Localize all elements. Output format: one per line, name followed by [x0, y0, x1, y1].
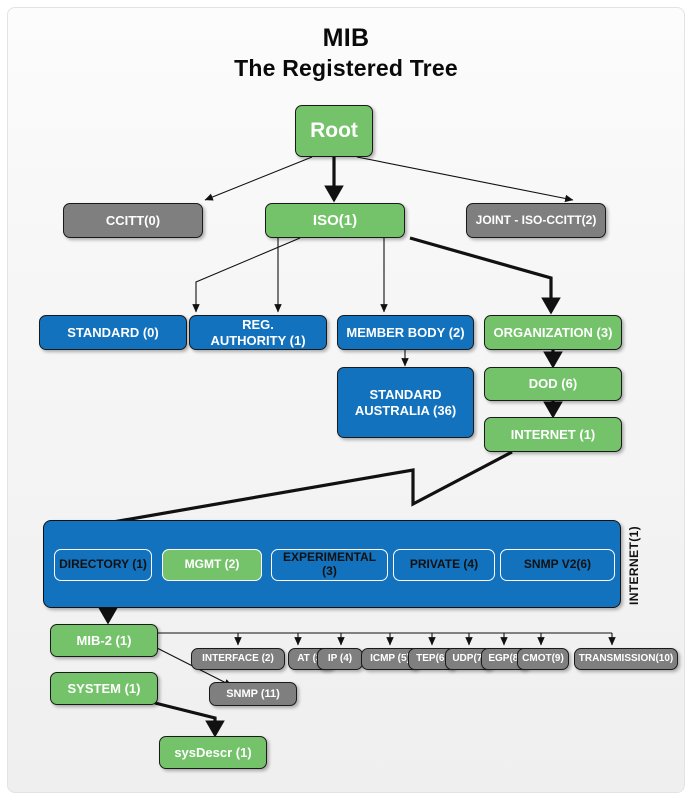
node-reg-authority-line-2: AUTHORITY (1) — [210, 332, 306, 348]
node-organization[interactable]: ORGANIZATION (3) — [484, 315, 622, 350]
node-internet[interactable]: INTERNET (1) — [484, 417, 622, 452]
node-dod[interactable]: DOD (6) — [484, 367, 622, 401]
node-root[interactable]: Root — [295, 105, 373, 157]
node-ip[interactable]: IP (4) — [317, 648, 363, 670]
chip-mgmt[interactable]: MGMT (2) — [162, 549, 262, 581]
node-system[interactable]: SYSTEM (1) — [50, 672, 158, 705]
chip-experimental[interactable]: EXPERIMENTAL (3) — [271, 549, 388, 581]
node-standard-australia[interactable]: STANDARD AUSTRALIA (36) — [337, 367, 474, 438]
internet-band-label: INTERNET(1) — [627, 525, 641, 605]
node-cmot[interactable]: CMOT(9) — [517, 648, 569, 670]
node-iso[interactable]: ISO(1) — [265, 203, 405, 238]
node-standard-australia-line-1: STANDARD — [369, 387, 442, 403]
node-interface[interactable]: INTERFACE (2) — [191, 648, 285, 670]
node-joint-iso-ccitt[interactable]: JOINT - ISO-CCITT(2) — [466, 203, 606, 238]
node-snmp-11[interactable]: SNMP (11) — [209, 682, 297, 706]
node-reg-authority-line-1: REG. — [242, 317, 274, 333]
node-tep[interactable]: TEP(6) — [408, 648, 456, 670]
node-icmp[interactable]: ICMP (5) — [361, 648, 419, 670]
node-sysdescr[interactable]: sysDescr (1) — [159, 736, 267, 769]
chip-directory[interactable]: DIRECTORY (1) — [54, 549, 152, 581]
node-transmission[interactable]: TRANSMISSION(10) — [574, 648, 678, 670]
chip-snmp-v2[interactable]: SNMP V2(6) — [500, 549, 615, 581]
title-line-2: The Registered Tree — [234, 55, 458, 81]
title-line-1: MIB — [322, 24, 370, 52]
chip-private[interactable]: PRIVATE (4) — [393, 549, 495, 581]
node-member-body[interactable]: MEMBER BODY (2) — [337, 315, 474, 350]
node-standard-australia-line-2: AUSTRALIA (36) — [354, 402, 457, 418]
node-reg-authority[interactable]: REG. AUTHORITY (1) — [189, 315, 327, 350]
node-mib-2[interactable]: MIB-2 (1) — [50, 624, 158, 657]
diagram-title: MIB The Registered Tree — [0, 22, 692, 83]
node-standard[interactable]: STANDARD (0) — [39, 315, 187, 350]
node-ccitt[interactable]: CCITT(0) — [63, 203, 203, 238]
